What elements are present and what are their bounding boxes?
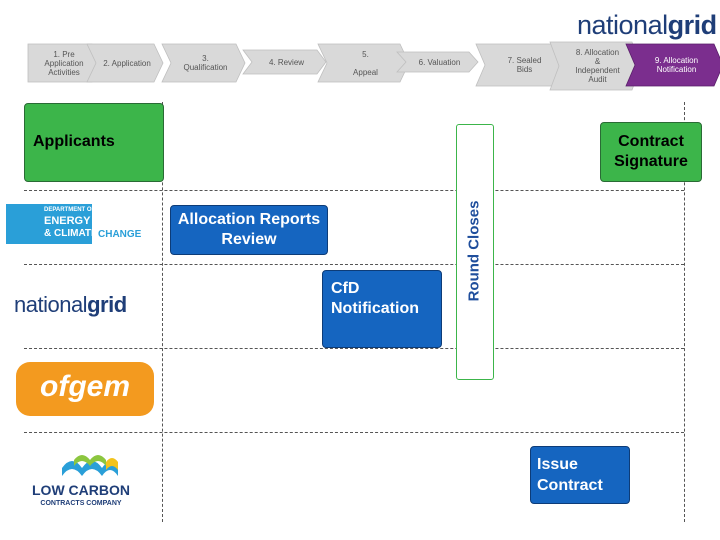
applicants-label: Applicants — [33, 133, 115, 150]
applicants-lane-box: Applicants — [24, 103, 164, 182]
issue-contract-box: Issue Contract — [530, 446, 630, 504]
step-1-label-line: Application — [44, 58, 84, 68]
step-3-label-line: 3. — [202, 54, 209, 63]
step-9-label-line: 9. Allocation — [654, 56, 699, 65]
issue-contract-label: Issue Contract — [537, 456, 603, 494]
step-4-chevron — [242, 49, 327, 75]
step-3-label: 3.Qualification — [171, 44, 240, 82]
step-8-label-line: Independent — [575, 66, 620, 75]
step-9-chevron — [625, 43, 720, 87]
column-divider — [162, 102, 163, 522]
lane-divider — [24, 432, 684, 433]
contract-signature-box: Contract Signature — [600, 122, 702, 182]
step-5-label: 5. Appeal — [327, 44, 404, 82]
lane-divider — [24, 190, 684, 191]
step-9-label-line: Notification — [656, 65, 697, 74]
step-3-label-line: Qualification — [183, 63, 228, 72]
step-5-label-line: 5. — [362, 49, 369, 59]
cfd-notification-label: CfD Notification — [331, 280, 419, 317]
lane-divider — [24, 348, 684, 349]
step-5-label-line — [353, 59, 378, 68]
step-1-label-line: Activities — [48, 67, 80, 77]
step-8-label-line: Audit — [588, 75, 607, 84]
step-6-label-line: 6. Valuation — [418, 57, 461, 67]
step-1-label-line: 1. Pre — [53, 49, 75, 59]
step-6-label: 6. Valuation — [406, 52, 473, 72]
process-chevron-bar — [27, 41, 720, 91]
round-closes-box — [456, 124, 494, 380]
lccc-logo: LOW CARBON CONTRACTS COMPANY — [22, 450, 140, 512]
national-grid-lane-logo: nationalgrid — [14, 292, 127, 317]
step-4-label: 4. Review — [252, 50, 321, 74]
step-5-chevron — [317, 43, 410, 83]
lane-divider — [24, 264, 684, 265]
step-3-chevron — [161, 43, 246, 83]
round-closes-label: Round Closes — [465, 200, 483, 302]
step-5-label-line: Appeal — [353, 67, 378, 77]
column-divider — [684, 102, 685, 522]
step-2-label: 2. Application — [96, 44, 158, 82]
decc-logo: DEPARTMENT OF ENERGY & CLIMATE CHANGE — [6, 204, 154, 244]
step-7-label-line: Bids — [516, 65, 533, 74]
cfd-notification-box: CfD Notification — [322, 270, 442, 348]
step-8-chevron — [549, 41, 642, 91]
step-4-label-line: 4. Review — [268, 57, 305, 67]
step-2-label-line: 2. Application — [103, 58, 151, 68]
step-7-label-line: 7. Sealed — [507, 56, 542, 65]
contract-signature-label: Contract Signature — [614, 133, 688, 170]
step-8-label-line: & — [594, 57, 601, 66]
allocation-reports-review-box: Allocation Reports Review — [170, 205, 328, 255]
ofgem-logo: ofgem — [16, 362, 154, 416]
step-2-chevron — [86, 43, 164, 83]
allocation-reports-review-label: Allocation Reports Review — [177, 211, 321, 248]
step-6-chevron — [396, 51, 479, 73]
national-grid-brand-logo: nationalgrid — [577, 10, 717, 40]
step-8-label-line: 8. Allocation — [575, 48, 620, 57]
